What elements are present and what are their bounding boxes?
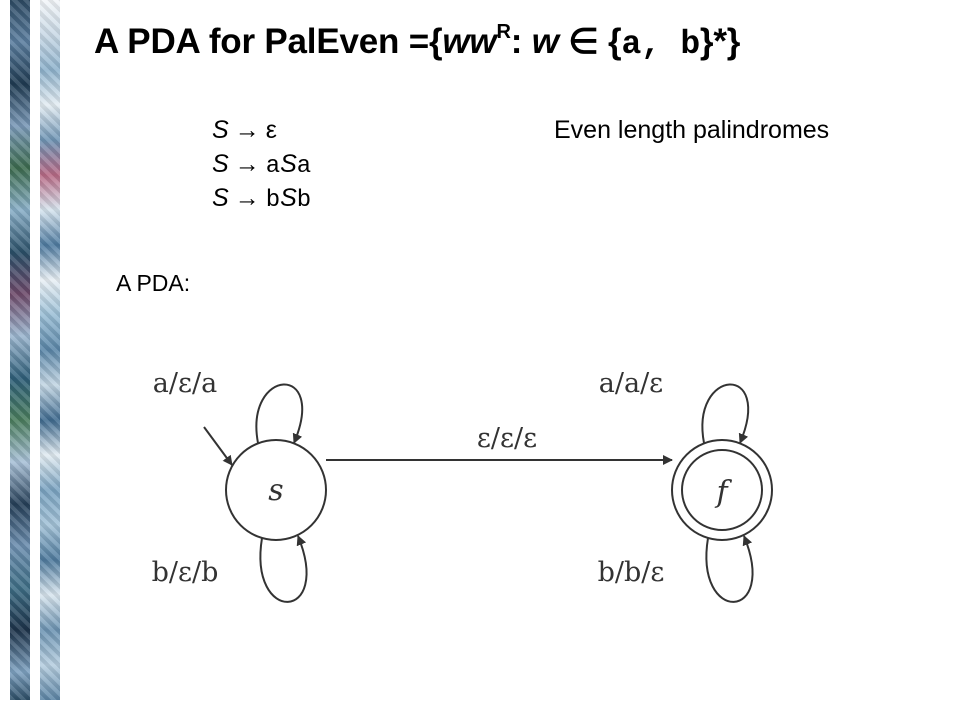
state-label-s: s (268, 473, 283, 508)
grammar-rule: S→bSb (212, 184, 312, 214)
grammar-rule: S→ε (212, 116, 277, 144)
transition-label: a/a/ε (599, 368, 663, 399)
loop-f-top (701, 383, 750, 444)
decorative-strip-left (10, 0, 30, 700)
transition-label: a/ε/a (153, 368, 217, 399)
transition-label: ε/ε/ε (477, 423, 537, 454)
decorative-strip-right (40, 0, 60, 700)
state-s (225, 439, 327, 541)
slide-title: A PDA for PalEven ={wwR: w ∈ {a, b}*} (94, 21, 741, 63)
state-f (671, 439, 773, 541)
loop-s-bottom (259, 535, 308, 603)
state-f-accept-ring (681, 449, 763, 531)
pda-label: A PDA: (116, 270, 191, 296)
transition-label: b/ε/b (152, 557, 219, 588)
start-arrow (203, 426, 233, 466)
grammar-rule: S→aSa (212, 150, 312, 180)
loop-f-bottom (705, 535, 754, 603)
loop-s-top (255, 383, 304, 444)
grammar-note: Even length palindromes (554, 116, 830, 144)
transition-label: b/b/ε (598, 557, 665, 588)
